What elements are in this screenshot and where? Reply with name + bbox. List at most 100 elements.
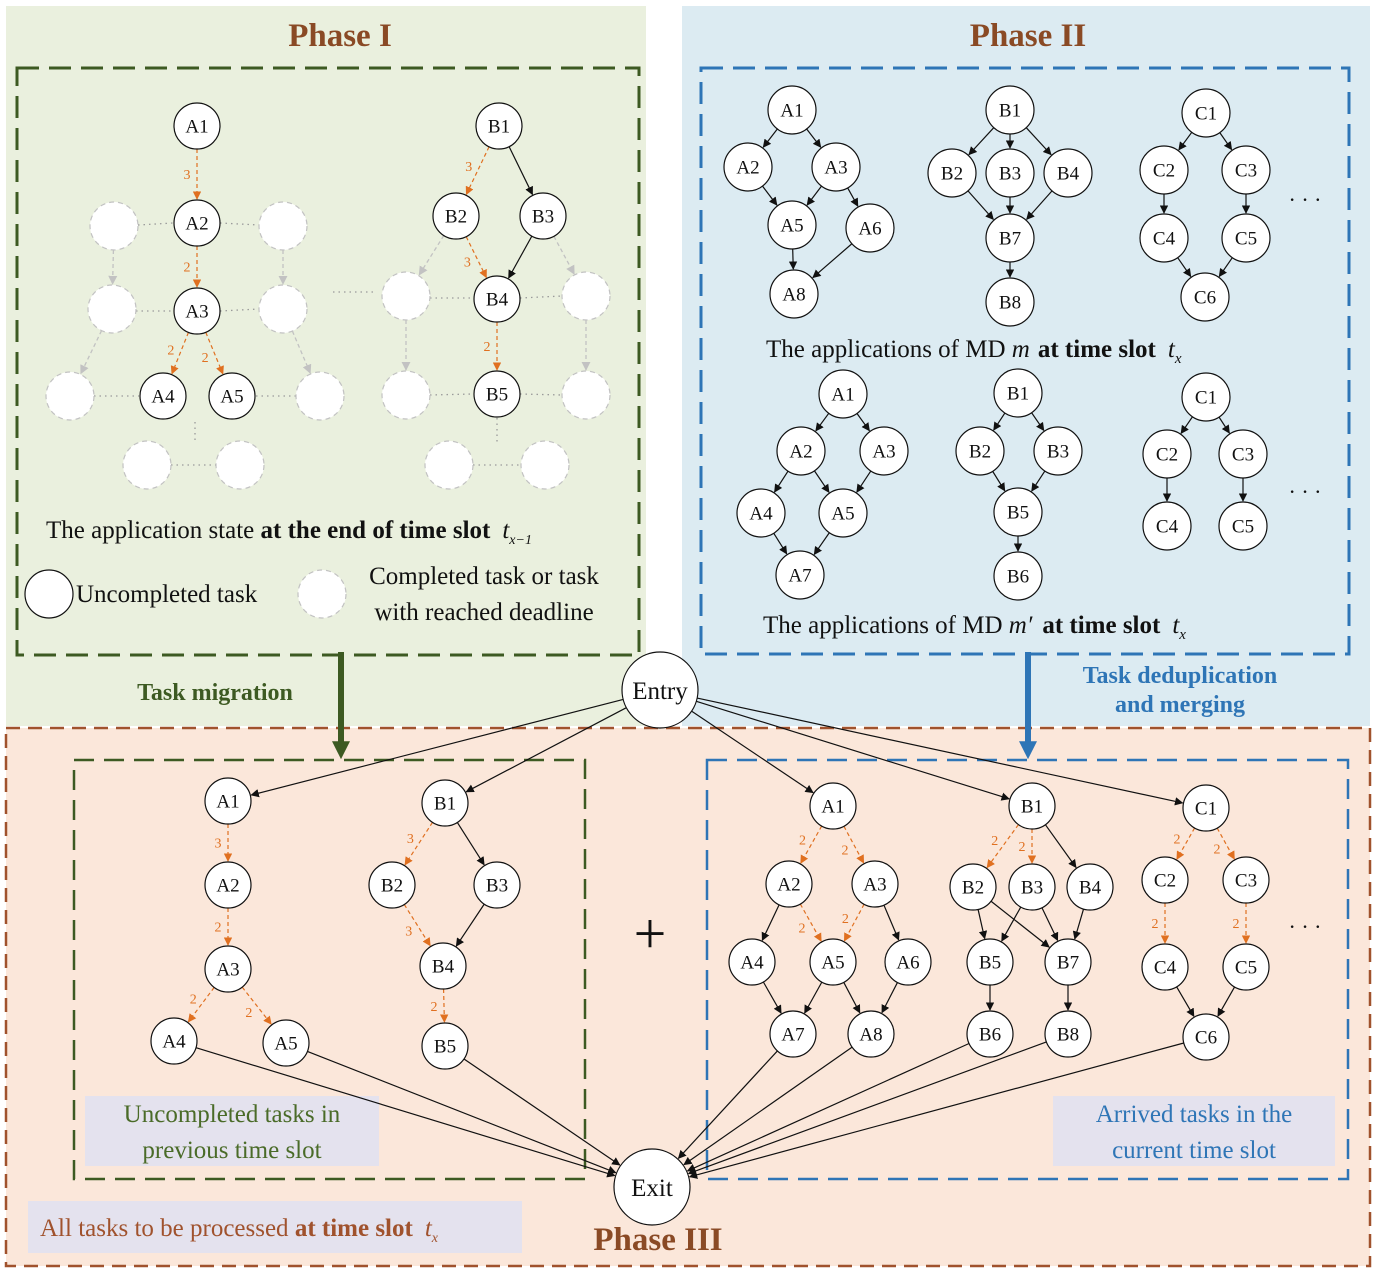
md-m-prime-task-b1-label: B1 — [1007, 384, 1029, 405]
md-m-task-c3-label: C3 — [1235, 161, 1257, 182]
md-m-prime-task-c5-label: C5 — [1232, 517, 1254, 538]
md-m-prime-task-b5-label: B5 — [1007, 503, 1029, 524]
dependency-edge — [992, 471, 1006, 492]
dependency-edge — [465, 146, 490, 196]
md-m-task-a1 — [767, 85, 817, 135]
curr-task-a5-label: A5 — [821, 953, 844, 974]
md-m-prime-task-c4 — [1142, 501, 1192, 551]
edge-weight-label: 2 — [167, 343, 174, 358]
dependency-edge — [1072, 908, 1085, 940]
dependency-edge — [1219, 132, 1233, 151]
dependency-edge — [1176, 986, 1195, 1018]
curr-task-b6-label: B6 — [979, 1025, 1001, 1046]
task-node-b3 — [519, 192, 567, 240]
exit-edge — [683, 1046, 853, 1166]
dependency-edge — [986, 824, 1019, 869]
dependency-edge — [773, 532, 788, 555]
dependency-edge — [843, 982, 861, 1014]
md-m-prime-task-c5 — [1218, 501, 1268, 551]
md-m-prime-task-b6-label: B6 — [1007, 567, 1029, 588]
md-m-prime-task-c2 — [1142, 429, 1192, 479]
md-m-task-c1-label: C1 — [1195, 104, 1217, 125]
md-m-task-a6 — [845, 203, 895, 253]
md-m-task-c6-label: C6 — [1194, 288, 1216, 309]
edge-weight-label: 2 — [1174, 833, 1181, 848]
dependency-edge — [813, 470, 830, 493]
migration-label: Task migration — [137, 680, 293, 706]
edge-weight-label: 2 — [1152, 917, 1159, 932]
dotted-connector — [219, 222, 260, 226]
task-node-b4-label: B4 — [486, 290, 509, 311]
prev-task-b3 — [473, 861, 521, 909]
task-node-a3 — [173, 287, 221, 335]
task-node-b3-label: B3 — [532, 207, 554, 228]
md-m-prime-task-b6 — [993, 551, 1043, 601]
curr-task-b1 — [1008, 782, 1056, 830]
dependency-edge — [1178, 131, 1193, 151]
task-node-a5-label: A5 — [220, 387, 243, 408]
exit-edge — [463, 1058, 621, 1166]
prev-slot-label-line2: previous time slot — [142, 1137, 321, 1164]
task-node-b5 — [473, 370, 521, 418]
dependency-edge — [1217, 986, 1236, 1017]
md-m-task-b2 — [927, 148, 977, 198]
md-m-prime-task-c1 — [1181, 372, 1231, 422]
curr-task-a5 — [809, 938, 857, 986]
dependency-edge — [1218, 416, 1230, 434]
dependency-edge — [806, 185, 822, 206]
dependency-edge — [812, 243, 853, 279]
md-m-task-c4 — [1139, 213, 1189, 263]
curr-task-c4-label: C4 — [1154, 958, 1177, 979]
prev-task-b5-label: B5 — [434, 1037, 456, 1058]
curr-task-b5-label: B5 — [979, 953, 1001, 974]
dependency-edge — [1044, 824, 1077, 869]
md-m-prime-task-b1 — [993, 368, 1043, 418]
entry-edge — [697, 697, 1184, 806]
curr-slot-label-line1: Arrived tasks in the — [1096, 1101, 1292, 1128]
completed-task-node — [424, 440, 474, 490]
dependency-edge — [1026, 190, 1053, 220]
phase3-title: Phase III — [593, 1222, 722, 1258]
dependency-edge — [847, 187, 859, 207]
completed-task-node — [87, 284, 137, 334]
entry-edge — [696, 700, 1010, 801]
prev-task-a1 — [204, 777, 252, 825]
legend-completed-line2: with reached deadline — [374, 599, 593, 626]
dependency-edge — [762, 185, 778, 206]
ellipsis: · · · — [1289, 479, 1322, 504]
dependency-edge — [1177, 257, 1192, 278]
entry-edge — [691, 710, 814, 794]
exit-edge — [307, 1050, 617, 1174]
prev-task-b1-label: B1 — [434, 794, 456, 815]
md-m-task-b4 — [1043, 148, 1093, 198]
dedup-label-line1: Task deduplication — [1083, 663, 1278, 689]
dependency-edge — [856, 413, 870, 432]
prev-task-a4-label: A4 — [162, 1032, 186, 1053]
dependency-edge — [205, 332, 224, 375]
exit-edge — [686, 1042, 970, 1172]
curr-task-b6 — [966, 1010, 1014, 1058]
edge-weight-label: 2 — [1214, 842, 1221, 857]
curr-task-a8-label: A8 — [859, 1025, 882, 1046]
edge-weight-label: 2 — [484, 340, 491, 355]
curr-task-c1-label: C1 — [1195, 799, 1217, 820]
curr-task-c5 — [1222, 943, 1270, 991]
edge-weight-label: 3 — [405, 924, 412, 939]
dependency-edge — [465, 236, 487, 279]
completed-task-node — [381, 370, 431, 420]
md-m-task-b3 — [985, 148, 1035, 198]
edge-weight-label: 3 — [464, 255, 471, 270]
task-node-a1 — [173, 102, 221, 150]
curr-task-a1 — [809, 782, 857, 830]
md-m-prime-task-a5 — [818, 488, 868, 538]
curr-task-a2 — [765, 860, 813, 908]
prev-task-a1-label: A1 — [216, 792, 239, 813]
edge-weight-label: 2 — [184, 261, 191, 276]
exit-edge — [195, 1047, 616, 1178]
dependency-edge — [1031, 412, 1045, 432]
md-m-task-c6 — [1180, 272, 1230, 322]
curr-task-b4 — [1066, 863, 1114, 911]
prev-task-a5-label: A5 — [274, 1034, 297, 1055]
